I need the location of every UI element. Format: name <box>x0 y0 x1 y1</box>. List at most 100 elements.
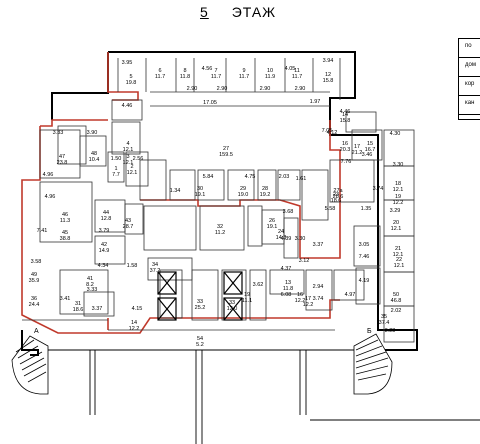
room-number: 31 <box>75 301 81 307</box>
room-number: 8 <box>183 68 186 74</box>
room-area: 7.46 <box>359 254 370 260</box>
room-number: 36 <box>31 296 37 302</box>
legend-table: по дом кор кан <box>458 38 480 120</box>
room-number: 23 <box>333 192 339 198</box>
room-number: 45 <box>62 230 68 236</box>
room-number: 18 <box>395 181 401 187</box>
room-number: 16 <box>342 141 348 147</box>
room-area: 16.7 <box>365 147 376 153</box>
room-number: 19 <box>244 292 250 298</box>
room-number: 5 <box>129 74 132 80</box>
page-title: 5 ЭТАЖ <box>200 4 276 20</box>
room-area: 4.30 <box>390 131 401 137</box>
room-area: 2.56 <box>133 156 144 162</box>
room-area: 3.29 <box>390 208 401 214</box>
legend-row: кор <box>459 77 480 96</box>
room-area: 15.8 <box>323 78 334 84</box>
room-number: 41 <box>87 276 93 282</box>
room-area: 11.3 <box>60 218 70 224</box>
room-area: 12.1 <box>391 226 402 232</box>
room-area: 3.30 <box>393 162 404 168</box>
room-number: 2 <box>130 164 133 170</box>
room-area: 2.90 <box>187 86 198 92</box>
room-area: 3.37 <box>92 306 103 312</box>
room-area: 1.61 <box>296 176 307 182</box>
entrance-b-label: Б <box>367 328 372 335</box>
room-area: 3.05 <box>359 242 370 248</box>
room-area: 37.2 <box>150 268 161 274</box>
room-number: 7 <box>214 68 217 74</box>
room-number: 14 <box>131 320 137 326</box>
room-area: 19.8 <box>126 80 137 86</box>
room-number: 14 <box>342 112 348 118</box>
floor-label: ЭТАЖ <box>231 4 277 20</box>
legend-row: кан <box>459 96 480 115</box>
room-area: 3.94 <box>323 58 334 64</box>
interior-walls <box>22 58 415 343</box>
room-area: 12.1 <box>127 170 138 176</box>
floor-number: 5 <box>200 4 209 20</box>
room-area: 4.37 <box>281 266 292 272</box>
room-area: 2.02 <box>391 308 402 314</box>
room-area: 2.94 <box>313 284 324 290</box>
room-area: 4.46 <box>340 109 351 115</box>
room-area: 10.4 <box>89 157 100 163</box>
room-number: 44 <box>103 210 109 216</box>
room-area: 11.8 <box>283 286 293 292</box>
room-area: 5.2 <box>196 342 204 348</box>
room-area: 3.33 <box>53 130 64 136</box>
room-area: 4.05 <box>285 66 296 72</box>
room-number: 17 <box>305 296 311 302</box>
room-number: 19 <box>395 194 401 200</box>
room-area: 35.9 <box>29 278 40 284</box>
room-number: 17 <box>354 144 360 150</box>
room-number: 28 <box>262 186 268 192</box>
room-area: 8.2 <box>86 282 94 288</box>
room-area: 3.68 <box>283 209 294 215</box>
room-area: 4.96 <box>45 194 56 200</box>
room-area: 2.90 <box>295 86 306 92</box>
room-area: 1.50 <box>111 156 122 162</box>
room-area: 11.7 <box>292 74 302 80</box>
room-number: 16 <box>297 292 303 298</box>
room-area: 4.96 <box>43 172 54 178</box>
room-area: 2.90 <box>260 86 271 92</box>
room-area: 12.2 <box>303 302 314 308</box>
room-area: 12.2 <box>295 298 306 304</box>
room-number: 6 <box>158 68 161 74</box>
room-area: 11.7 <box>211 74 221 80</box>
room-area: 12.1 <box>123 147 134 153</box>
room-area: 11.2 <box>215 230 225 236</box>
room-area: 4.75 <box>245 174 256 180</box>
room-area: 5.84 <box>203 174 214 180</box>
room-area: 14.8 <box>276 235 287 241</box>
room-area: 3.46 <box>362 152 373 158</box>
room-area: 3.62 <box>253 282 264 288</box>
boundary-line <box>21 52 341 334</box>
room-number: 42 <box>101 242 107 248</box>
entrance-a-label: А <box>34 328 39 335</box>
room-number: 50 <box>393 292 399 298</box>
room-area: 4.97 <box>345 292 356 298</box>
room-area: 4.56 <box>202 66 213 72</box>
legend-row: дом <box>459 58 480 77</box>
room-area: 1.34 <box>170 188 181 194</box>
room-number: 10 <box>267 68 273 74</box>
room-number: 26 <box>269 218 275 224</box>
room-area: 24.4 <box>29 302 40 308</box>
room-number: 47 <box>59 154 65 160</box>
room-area: 1.35 <box>361 206 372 212</box>
room-number: 1 <box>114 166 117 172</box>
room-number: 12 <box>325 72 331 78</box>
room-area: 3.79 <box>99 228 110 234</box>
room-number: 46 <box>62 212 68 218</box>
legend-row: по <box>459 39 480 58</box>
room-area: 3.58 <box>31 259 42 265</box>
room-area: 11.7 <box>239 74 249 80</box>
room-area: 12.8 <box>101 216 112 222</box>
room-area: 12.1 <box>393 187 404 193</box>
room-number: 11 <box>294 68 300 74</box>
room-area: 19.0 <box>238 192 249 198</box>
room-area: 7.7 <box>112 172 120 178</box>
room-area: 12.1 <box>393 252 404 258</box>
